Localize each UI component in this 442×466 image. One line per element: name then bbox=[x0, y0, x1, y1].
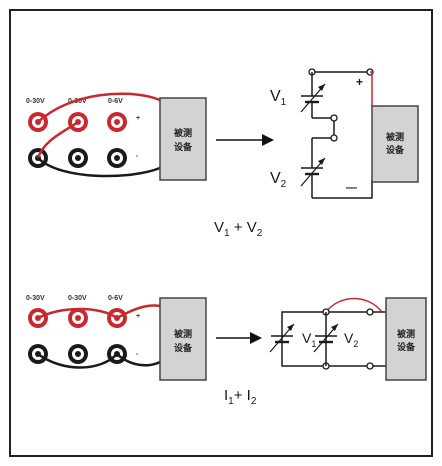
series-schematic-device-label-1: 被测 bbox=[386, 131, 404, 142]
series-red-lead bbox=[370, 71, 373, 108]
parallel-black-jumper bbox=[37, 352, 118, 369]
series-node-mid-1 bbox=[330, 114, 338, 122]
parallel-terminal-label-2: 0-30V bbox=[68, 295, 87, 302]
series-interconnect-wire bbox=[312, 117, 335, 139]
series-v1-label: V1 bbox=[270, 88, 287, 108]
parallel-minus-sign: - bbox=[136, 351, 139, 358]
series-diagram: 0-30V 0-30V 0-6V + - 被测 设备 bbox=[26, 68, 419, 239]
series-device-box bbox=[159, 97, 207, 181]
series-bottom-wire bbox=[312, 180, 373, 199]
parallel-terminal-label-3: 0-6V bbox=[108, 295, 123, 302]
series-device-label-2: 设备 bbox=[174, 141, 193, 152]
parallel-formula: I1+ I2 bbox=[224, 387, 257, 407]
series-v1-arrow-tip bbox=[318, 84, 325, 91]
series-schematic-device-label-2: 设备 bbox=[386, 144, 405, 155]
parallel-schematic-device-label-2: 设备 bbox=[397, 341, 416, 352]
parallel-red-jumper bbox=[37, 307, 118, 320]
parallel-red-bridge bbox=[325, 297, 383, 313]
series-schematic-device-box bbox=[371, 105, 419, 183]
parallel-v1-arrow-tip bbox=[287, 324, 294, 331]
parallel-arrow-head bbox=[250, 332, 262, 344]
parallel-black-wire-main bbox=[116, 353, 161, 367]
series-terminal-label-3: 0-6V bbox=[108, 98, 123, 105]
parallel-diagram: 0-30V 0-30V 0-6V + - 被测 设备 bbox=[26, 295, 427, 407]
series-device-label-1: 被测 bbox=[174, 127, 192, 138]
parallel-plus-sign: + bbox=[136, 313, 140, 320]
series-formula: V1 + V2 bbox=[214, 219, 263, 239]
parallel-top-rail bbox=[281, 311, 382, 338]
series-red-wire-main bbox=[37, 92, 161, 123]
series-red-terminal-3 bbox=[107, 112, 127, 132]
series-plus-marker: + bbox=[356, 75, 363, 89]
parallel-terminal-label-1: 0-30V bbox=[26, 295, 45, 302]
series-node-mid-2 bbox=[330, 134, 338, 142]
series-v2-label: V2 bbox=[270, 170, 287, 190]
series-terminal-label-2: 0-30V bbox=[68, 98, 87, 105]
parallel-red-terminal-2 bbox=[68, 308, 88, 328]
parallel-device-label-2: 设备 bbox=[174, 342, 193, 353]
parallel-node-top-2 bbox=[366, 308, 374, 316]
series-terminal-label-1: 0-30V bbox=[26, 98, 45, 105]
series-minus-marker: — bbox=[346, 182, 357, 194]
parallel-device-box bbox=[159, 297, 207, 381]
parallel-device-label-1: 被测 bbox=[174, 328, 192, 339]
parallel-red-wire-main bbox=[116, 304, 161, 320]
parallel-schematic-device-box bbox=[385, 297, 427, 381]
parallel-v2-label: V2 bbox=[344, 330, 358, 349]
series-red-wire-jumper bbox=[36, 120, 79, 159]
frame-border bbox=[9, 9, 433, 457]
parallel-schematic-device-label-1: 被测 bbox=[397, 328, 415, 339]
parallel-v1-label: V1 bbox=[302, 330, 316, 349]
series-arrow-head bbox=[262, 134, 274, 146]
series-black-terminal-3 bbox=[107, 148, 127, 168]
parallel-bottom-rail bbox=[281, 338, 382, 367]
series-minus-sign: - bbox=[136, 153, 139, 160]
series-plus-sign: + bbox=[136, 115, 140, 122]
series-black-wire bbox=[37, 157, 161, 178]
parallel-node-bottom-2 bbox=[366, 362, 374, 370]
parallel-v2-arrow-tip bbox=[331, 324, 338, 331]
series-v2-arrow-tip bbox=[318, 158, 325, 165]
parallel-black-terminal-2 bbox=[68, 344, 88, 364]
series-black-terminal-2 bbox=[68, 148, 88, 168]
